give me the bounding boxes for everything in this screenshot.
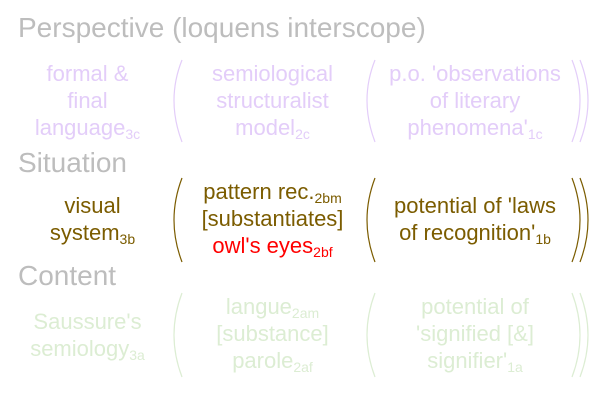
cell-pattern-recognition: pattern rec.2bm [substantiates] owl's ey… [201,179,344,260]
close-paren [579,292,589,378]
open-paren [366,292,376,378]
close-paren [571,59,581,143]
cell-signified-signifier: potential of'signified [&] signifier'1a [416,294,534,375]
open-paren [366,177,376,263]
cell-saussure-semiology: Saussure's semiology3a [30,309,145,363]
cell-laws-of-recognition: potential of 'laws of recognition'1b [394,193,556,247]
close-paren [579,177,589,263]
close-paren [571,177,581,263]
heading-content: Content [18,260,117,291]
close-paren [571,292,581,378]
close-paren [579,59,589,143]
cell-langue-parole: langue2am [substance] parole2af [216,294,329,375]
open-paren [173,177,183,263]
open-paren [173,292,183,378]
heading-situation: Situation [18,147,127,178]
open-paren [173,59,183,143]
open-paren [366,59,376,143]
cell-formal-final-language: formal &final language3c [34,61,141,142]
heading-perspective: Perspective (loquens interscope) [18,12,426,43]
cell-visual-system: visual system3b [49,193,136,247]
